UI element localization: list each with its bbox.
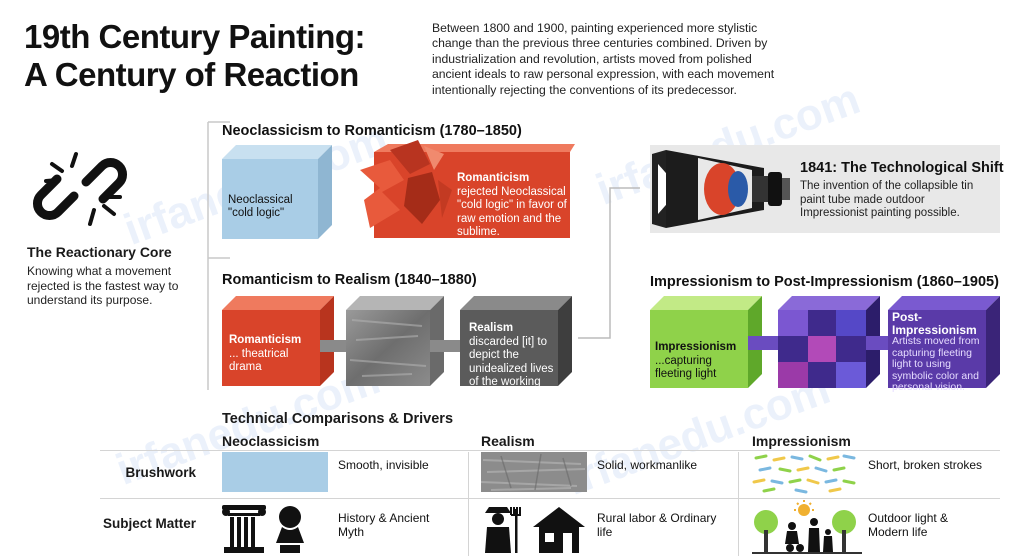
paint-tube-icon [652,150,790,228]
park-family-icon [752,500,862,554]
realism-caption: Realism discarded [it] to depict the uni… [469,322,561,403]
romanticism-drama-title: Romanticism [229,334,302,346]
realism-text: discarded [it] to depict the unidealized… [469,335,554,402]
subject-realism: Rural labor & Ordinary life [597,511,717,539]
impressionism-postimpressionism-blocks [650,296,1000,388]
romanticism-caption: Romanticism rejected Neoclassical "cold … [457,172,575,240]
impressionism-caption: Impressionism ...capturing fleeting ligh… [655,341,741,382]
section-heading-rom-real: Romanticism to Realism (1840–1880) [222,272,477,288]
impressionism-text: ...capturing fleeting light [655,354,717,381]
section-heading-neo-rom: Neoclassicism to Romanticism (1780–1850) [222,123,522,139]
tech-shift-text: The invention of the collapsible tin pai… [800,180,974,219]
smooth-brushwork-swatch [222,452,328,492]
column-header-realism: Realism [481,433,535,449]
rough-brushwork-swatch [481,452,587,492]
brushwork-impressionism: Short, broken strokes [868,458,983,472]
table-divider [100,450,1000,451]
subject-impressionism: Outdoor light & Modern life [868,511,949,539]
romanticism-shattered-block [360,140,575,238]
brushwork-neoclassicism: Smooth, invisible [338,458,429,472]
postimpressionism-text: Artists moved from capturing fleeting li… [892,335,980,393]
intro-text: Between 1800 and 1900, painting experien… [432,21,775,97]
timeline-bracket [207,121,640,390]
romanticism-text: rejected Neoclassical "cold logic" in fa… [457,185,567,239]
page-title: 19th Century Painting: A Century of Reac… [24,18,366,94]
table-divider [738,452,739,556]
core-text: Knowing what a movement rejected is the … [27,264,179,307]
romanticism-drama-caption: Romanticism ... theatrical drama [229,334,315,375]
neoclassical-label: Neoclassical "cold logic" [228,194,293,219]
neoclassical-cube [222,145,332,239]
subject-neoclassicism: History & Ancient Myth [338,511,430,539]
brushwork-realism: Solid, workmanlike [597,458,698,472]
column-header-impressionism: Impressionism [752,433,851,449]
table-divider [100,498,1000,499]
romanticism-title: Romanticism [457,172,530,184]
column-header-neoclassicism: Neoclassicism [222,433,320,449]
romanticism-drama-text: ... theatrical drama [229,347,289,374]
romanticism-realism-blocks [222,296,572,386]
comparison-title: Technical Comparisons & Drivers [222,411,454,427]
page-title-line1: 19th Century Painting: [24,18,366,55]
realism-title: Realism [469,322,514,334]
row-label-brushwork: Brushwork [125,465,196,480]
broken-chain-icon [33,152,127,226]
page-title-line2: A Century of Reaction [24,56,359,93]
tech-shift-heading: 1841: The Technological Shift [800,160,1004,176]
farmer-and-house-icon [485,507,585,553]
postimpressionism-title: Post-Impressionism [892,310,977,337]
postimpressionism-caption: Post-Impressionism Artists moved from ca… [892,311,992,394]
core-heading: The Reactionary Core [27,244,172,260]
broken-strokes-swatch [752,454,856,494]
table-divider [468,452,469,556]
row-label-subject-matter: Subject Matter [102,516,196,531]
section-heading-imp-post: Impressionism to Post-Impressionism (186… [650,274,999,290]
column-and-bust-icon [222,505,304,553]
impressionism-title: Impressionism [655,341,737,353]
